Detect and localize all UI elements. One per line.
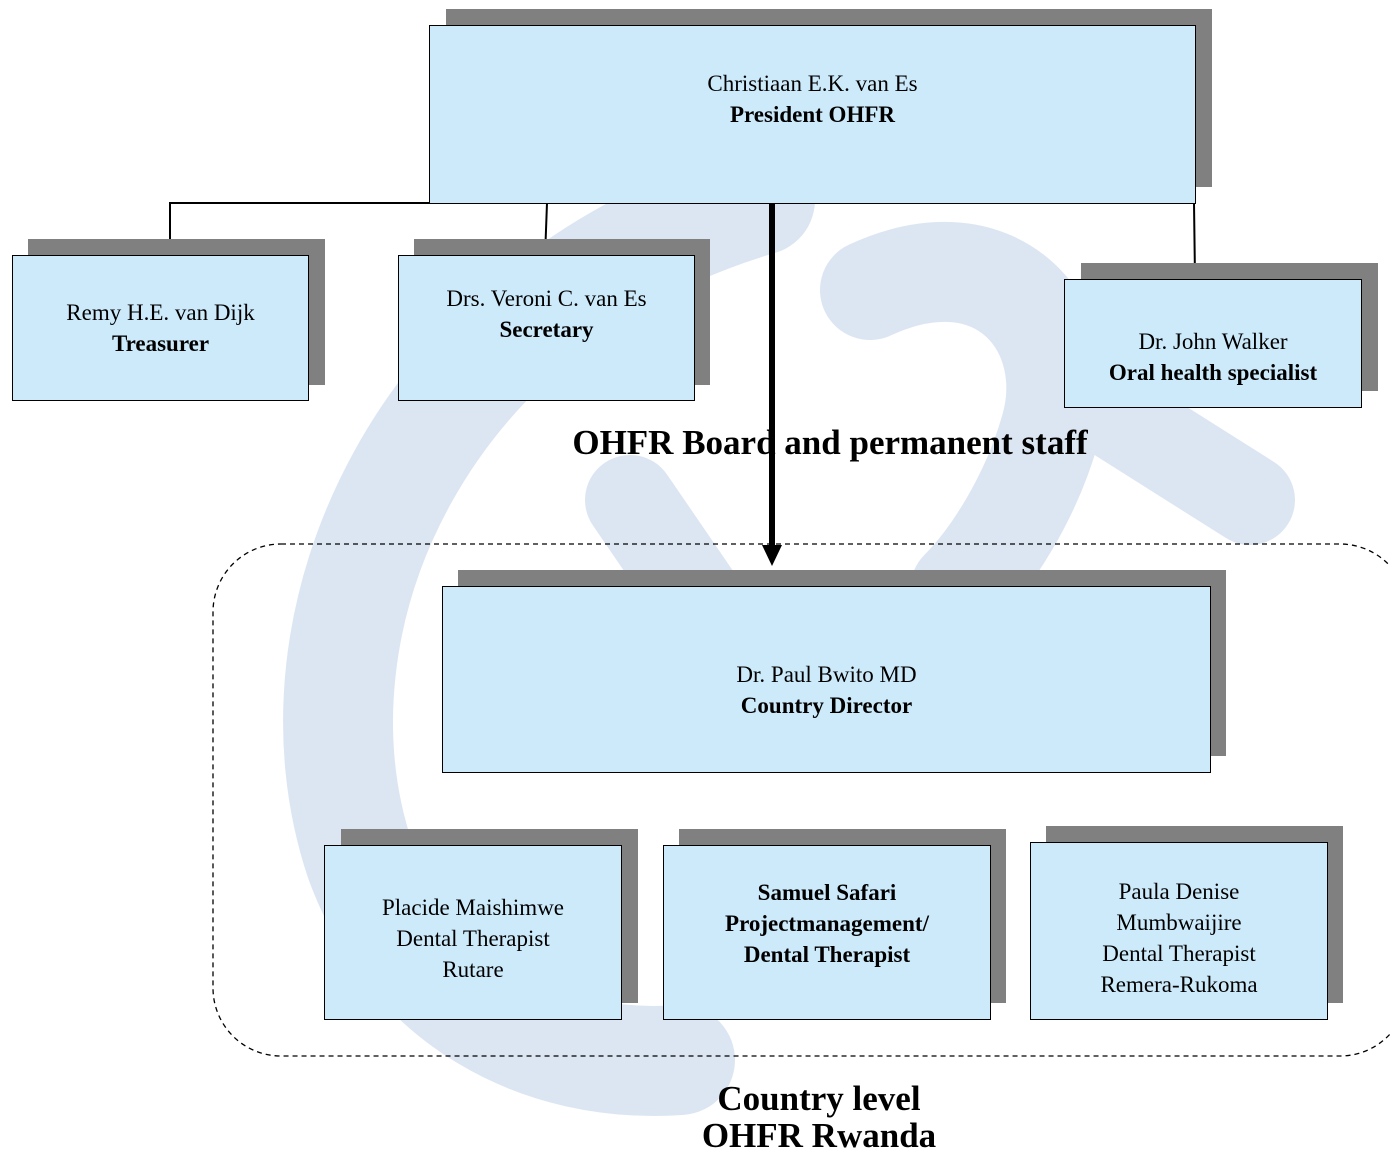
president-role: President OHFR bbox=[729, 102, 896, 127]
paula-box: Paula Denise Mumbwaijire Dental Therapis… bbox=[1030, 842, 1328, 1020]
specialist-role: Oral health specialist bbox=[1108, 359, 1318, 385]
treasurer-box: Remy H.E. van Dijk Treasurer bbox=[12, 255, 309, 401]
hierarchy-arrowhead bbox=[762, 545, 782, 566]
placide-role: Dental Therapist bbox=[396, 926, 550, 951]
samuel-role-2: Dental Therapist bbox=[743, 942, 911, 967]
board-heading: OHFR Board and permanent staff bbox=[572, 423, 1088, 462]
samuel-box: Samuel Safari Projectmanagement/ Dental … bbox=[663, 845, 991, 1020]
secretary-box: Drs. Veroni C. van Es Secretary bbox=[398, 255, 695, 401]
placide-name: Placide Maishimwe bbox=[381, 895, 565, 920]
specialist-box: Dr. John Walker Oral health specialist bbox=[1064, 279, 1362, 408]
placide-location: Rutare bbox=[442, 957, 504, 982]
country-heading-line1: Country level bbox=[717, 1079, 921, 1118]
paula-name-1: Paula Denise bbox=[1118, 879, 1240, 904]
country-group-border bbox=[212, 543, 1390, 1057]
director-role: Country Director bbox=[740, 692, 913, 718]
director-box: Dr. Paul Bwito MD Country Director bbox=[442, 586, 1211, 773]
samuel-role: Projectmanagement/ bbox=[725, 911, 929, 936]
specialist-name: Dr. John Walker bbox=[1138, 328, 1288, 354]
secretary-role: Secretary bbox=[499, 317, 594, 342]
samuel-name: Samuel Safari bbox=[757, 880, 897, 905]
treasurer-role: Treasurer bbox=[111, 331, 210, 356]
paula-location: Remera-Rukoma bbox=[1100, 972, 1258, 997]
director-name: Dr. Paul Bwito MD bbox=[736, 661, 917, 687]
paula-name-2: Mumbwaijire bbox=[1116, 910, 1242, 935]
paula-role: Dental Therapist bbox=[1102, 941, 1256, 966]
president-box: Christiaan E.K. van Es President OHFR bbox=[429, 25, 1196, 204]
treasurer-name: Remy H.E. van Dijk bbox=[66, 300, 255, 325]
country-heading-line2: OHFR Rwanda bbox=[701, 1116, 937, 1155]
president-name: Christiaan E.K. van Es bbox=[707, 71, 918, 96]
placide-box: Placide Maishimwe Dental Therapist Rutar… bbox=[324, 845, 622, 1020]
secretary-name: Drs. Veroni C. van Es bbox=[446, 286, 647, 311]
